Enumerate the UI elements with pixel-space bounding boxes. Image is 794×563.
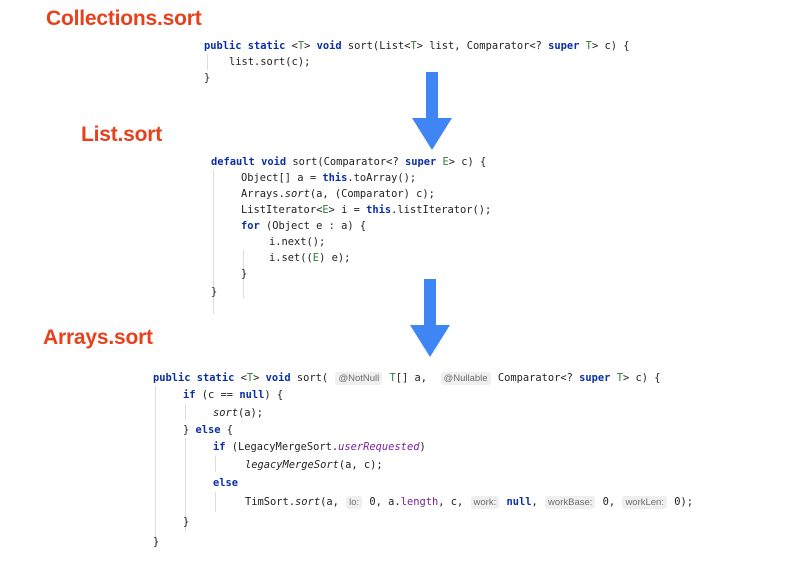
indent-guide [155,386,156,546]
code-line: } [204,72,211,84]
code-line: sort(a); [213,407,264,419]
code-line: } [241,268,248,280]
code-block-list-sort: default void sort(Comparator<? super E> … [211,154,571,324]
code-line: i.next(); [269,236,326,248]
heading-collections-sort: Collections.sort [46,7,202,30]
code-line: if (LegacyMergeSort.userRequested) [213,441,426,453]
code-line: for (Object e : a) { [241,220,367,232]
code-line: public static <T> void sort( @NotNull T[… [153,372,661,385]
indent-guide [215,456,216,472]
heading-arrays-sort: Arrays.sort [43,326,153,349]
code-line: default void sort(Comparator<? super E> … [211,156,487,168]
indent-guide [185,438,186,532]
code-line: Object[] a = this.toArray(); [241,172,417,184]
arrow-down-icon [410,279,450,357]
parameter-hint: lo: [346,496,363,509]
code-line: public static <T> void sort(List<T> list… [204,40,630,52]
code-line: else [213,477,239,489]
heading-list-sort: List.sort [81,123,163,146]
indent-guide [213,170,214,314]
arrow-down-icon [412,72,452,150]
indent-guide [215,492,216,512]
code-line: legacyMergeSort(a, c); [245,459,383,471]
code-block-arrays-sort: public static <T> void sort( @NotNull T[… [153,368,789,558]
code-line: } else { [183,424,234,436]
code-line: if (c == null) { [183,389,284,401]
parameter-hint: workBase: [545,496,596,509]
parameter-hint: work: [470,496,500,509]
code-line: TimSort.sort(a, lo: 0, a.length, c, work… [245,496,694,509]
code-line: } [153,536,160,548]
indent-guide [207,54,208,70]
code-line: ListIterator<E> i = this.listIterator(); [241,204,492,216]
code-line: Arrays.sort(a, (Comparator) c); [241,188,435,200]
annotation-hint: @Nullable [440,372,491,385]
code-block-collections-sort: public static <T> void sort(List<T> list… [204,38,629,92]
code-line: } [211,286,218,298]
indent-guide [243,250,244,298]
code-line: } [183,516,190,528]
annotation-hint: @NotNull [335,372,383,385]
code-line: list.sort(c); [229,56,311,68]
code-line: i.set((E) e); [269,252,351,264]
indent-guide [185,404,186,420]
parameter-hint: workLen: [622,496,667,509]
